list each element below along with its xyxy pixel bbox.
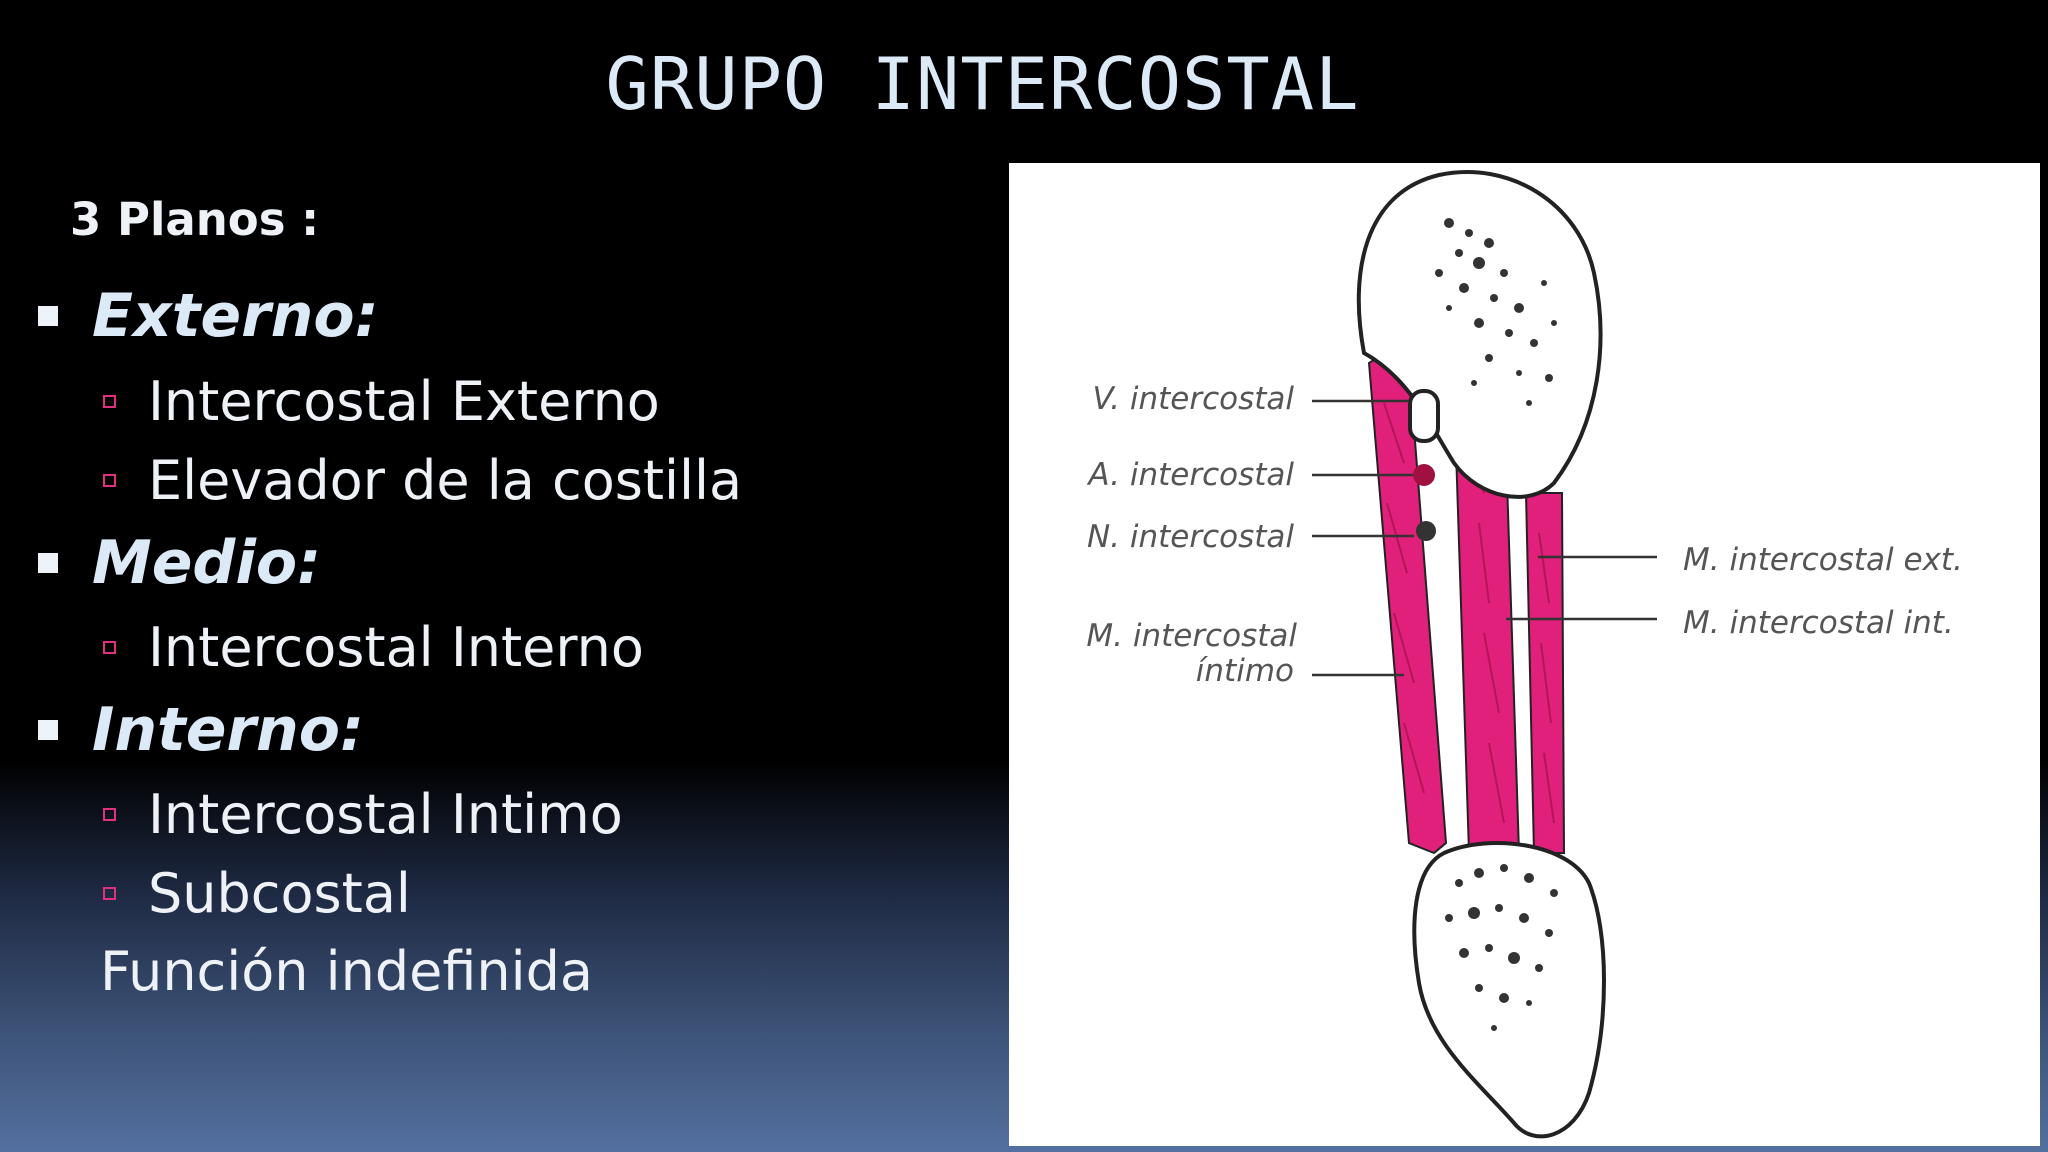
section-heading-label: Externo: [92, 281, 379, 351]
slide-title: GRUPO INTERCOSTAL [605, 42, 1360, 126]
square-bullet-icon [38, 720, 58, 740]
section-heading-label: Medio: [92, 528, 322, 598]
artery-icon [1413, 464, 1435, 486]
section-heading-interno: Interno: [38, 690, 364, 770]
list-item: Elevador de la costilla [103, 445, 742, 515]
nerve-icon [1416, 521, 1436, 541]
label-vena: V. intercostal [1092, 381, 1294, 417]
label-externo: M. intercostal ext. [1683, 542, 1963, 578]
hollow-square-bullet-icon [103, 886, 116, 900]
vein-icon [1408, 389, 1440, 443]
list-item-label: Intercostal Externo [148, 369, 660, 433]
hollow-square-bullet-icon [103, 640, 116, 654]
hollow-square-bullet-icon [103, 807, 116, 821]
intro-text: 3 Planos : [70, 193, 320, 246]
section-heading-label: Interno: [92, 695, 364, 765]
list-item: Intercostal Externo [103, 366, 660, 436]
lower-rib-texture [1445, 864, 1558, 1031]
hollow-square-bullet-icon [103, 473, 116, 487]
function-note: Función indefinida [100, 940, 594, 1003]
hollow-square-bullet-icon [103, 394, 116, 408]
square-bullet-icon [38, 306, 58, 326]
upper-rib-texture [1435, 218, 1557, 406]
list-item: Intercostal Intimo [103, 779, 623, 849]
list-item-label: Elevador de la costilla [148, 448, 743, 512]
square-bullet-icon [38, 553, 58, 573]
anatomy-figure: V. intercostal A. intercostal N. interco… [1009, 163, 2040, 1146]
section-heading-externo: Externo: [38, 276, 379, 356]
leader-lines [1312, 399, 1657, 677]
label-arteria: A. intercostal [1086, 457, 1294, 493]
upper-rib-shape [1356, 170, 1603, 499]
list-item-label: Intercostal Interno [148, 615, 644, 679]
label-interno: M. intercostal int. [1683, 605, 1954, 641]
muscle-fibres [1383, 402, 1555, 824]
list-item: Intercostal Interno [103, 612, 644, 682]
label-nervio: N. intercostal [1087, 519, 1294, 555]
section-heading-medio: Medio: [38, 523, 321, 603]
label-intimo-1: M. intercostal [1086, 618, 1297, 654]
list-item-label: Intercostal Intimo [148, 782, 623, 846]
lower-rib-shape [1412, 841, 1606, 1139]
label-intimo-2: íntimo [1196, 653, 1294, 689]
list-item: Subcostal [103, 858, 411, 928]
list-item-label: Subcostal [148, 861, 411, 925]
